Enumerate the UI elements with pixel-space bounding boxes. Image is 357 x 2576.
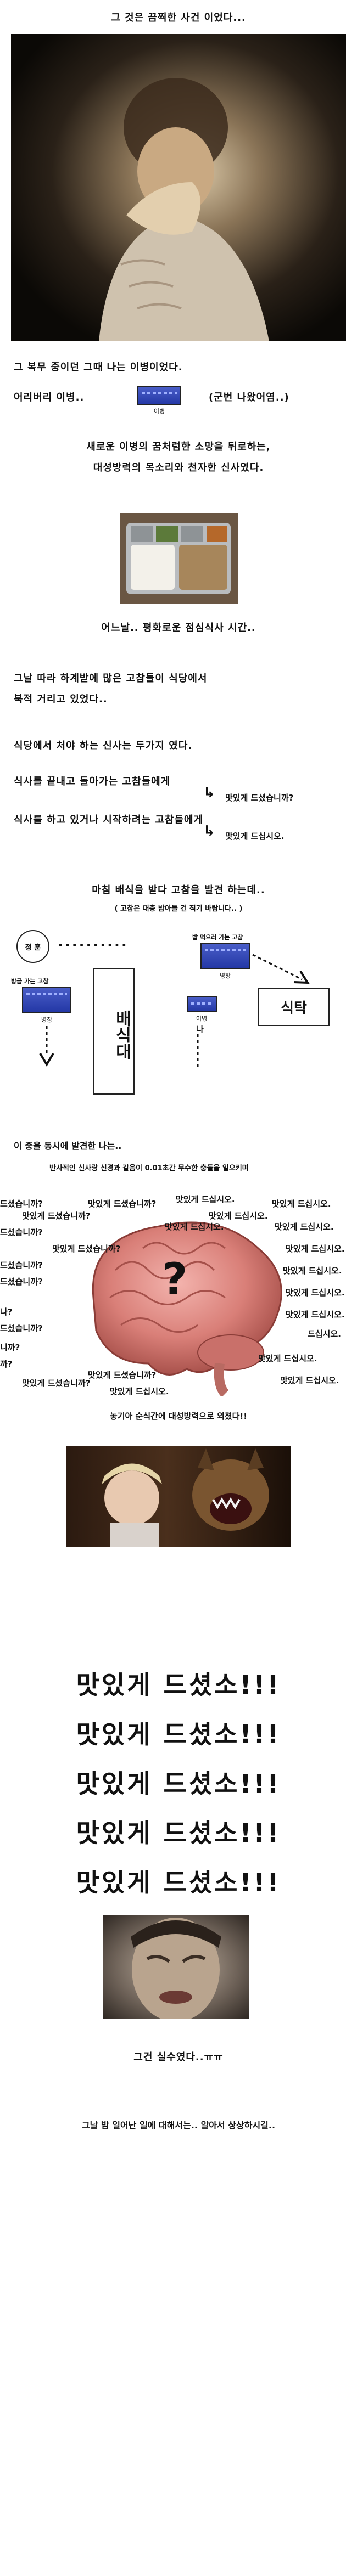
brain-word: 드셨습니까? <box>0 1260 43 1270</box>
crying-face-photo <box>103 1915 249 2019</box>
text-greeting-row1: 식사를 끝내고 돌아가는 고참들에게 <box>14 776 171 787</box>
badge-right-caption: 밥 먹으러 가는 고참 <box>192 934 243 941</box>
brain-word: 나? <box>0 1307 13 1317</box>
brain-word: 맛있게 드셨습니까? <box>88 1199 157 1209</box>
diagram-title: 마침 배식을 받다 고참을 발견 하는데.. <box>92 884 265 896</box>
brain-collage: ? 드셨습니까? 맛있게 드셨습니까? 드셨습니까? 드셨습니까? 드셨습니까?… <box>0 1188 357 1396</box>
brain-word: 맛있게 드십시오. <box>283 1266 342 1276</box>
brain-icon <box>92 1221 282 1396</box>
girl-dog-photo <box>66 1446 291 1547</box>
brain-word: 맛있게 드십시오. <box>280 1376 339 1385</box>
diagram-subtitle: ( 고참은 대충 밥아들 건 직기 바랍니다.. ) <box>114 905 243 913</box>
brain-word: 맛있게 드셨습니까? <box>52 1244 121 1254</box>
me-label: 나 <box>196 1024 204 1034</box>
brain-word: 맛있게 드셨습니까? <box>22 1378 91 1388</box>
text-private-line4: 대성방력의 목소리와 천자한 신사였다. <box>93 462 264 474</box>
arrow-diagonal-icon <box>252 954 310 984</box>
question-mark: ? <box>162 1254 188 1305</box>
text-discover-line1: 이 중을 동시에 발견한 나는.. <box>14 1141 122 1151</box>
brain-word: 맛있게 드십시오. <box>272 1199 331 1209</box>
text-private-line1: 그 복무 중이던 그때 나는 이병이었다. <box>14 362 183 373</box>
rank-badge-private <box>137 386 181 405</box>
brain-word: 니까? <box>0 1343 20 1352</box>
shout-line: 맛있게 드셨소!!! <box>76 1670 281 1700</box>
rank-badge-caption: 이병 <box>153 408 165 415</box>
brain-word: 맛있게 드십시오. <box>286 1244 345 1254</box>
dots-path: .......... <box>58 934 129 950</box>
shout-line: 맛있게 드셨소!!! <box>76 1720 281 1749</box>
brain-word: 맛있게 드십시오. <box>258 1354 317 1363</box>
shout-line: 맛있게 드셨소!!! <box>76 1818 281 1848</box>
text-greeting-after: 맛있게 드셨습니까? <box>225 793 294 803</box>
text-greetings-intro: 식당에서 처야 하는 신사는 두가지 였다. <box>14 740 193 752</box>
serving-counter-label: 배식대 <box>112 1010 131 1059</box>
brain-word: 드셨습니까? <box>0 1323 43 1333</box>
text-discover-line2: 반사적인 신사랑 신경과 같음이 0.01초간 무수한 충돌을 일으키며 <box>49 1164 249 1173</box>
rank-badge-sergeant-left <box>22 987 71 1013</box>
caption-ending: 그날 밤 일어난 일에 대해서는.. 알아서 상상하시길.. <box>81 2120 276 2130</box>
table-box: 식탁 <box>258 988 330 1026</box>
brain-word: 맛있게 드십시오. <box>110 1386 169 1396</box>
brain-word: 맛있게 드십시오. <box>286 1288 345 1298</box>
text-crowd-line2: 북적 거리고 있었다.. <box>14 694 108 705</box>
shout-line: 맛있게 드셨소!!! <box>76 1769 281 1799</box>
serving-counter-box: 배식대 <box>93 968 135 1095</box>
text-private-suffix: (군번 나왔어염..) <box>209 392 289 403</box>
badge-right-label: 병장 <box>219 972 231 979</box>
sad-man-photo <box>11 34 346 341</box>
arrow-icon: ↳ <box>203 823 215 839</box>
text-private-line2: 어리버리 이병.. <box>14 390 84 404</box>
caption-intro: 그 것은 끔찍한 사건 이었다... <box>111 12 246 24</box>
brain-word: 맛있게 드셨습니까? <box>22 1211 91 1221</box>
arrow-down-icon <box>39 1026 54 1067</box>
text-crowd-line1: 그날 따라 하계받에 많은 고참들이 식당에서 <box>14 673 208 684</box>
circle-label: 정 훈 <box>16 930 49 963</box>
meal-tray-photo <box>120 513 238 604</box>
text-greeting-before: 맛있게 드십시오. <box>225 831 285 841</box>
caption-lunch: 어느날.. 평화로운 점심식사 시간.. <box>101 622 256 634</box>
brain-word: 맛있게 드십시오. <box>209 1211 268 1221</box>
brain-word: 드십시오. <box>308 1329 341 1339</box>
text-private-prefix: 어리버리 이병.. <box>14 392 85 403</box>
rank-badge-me <box>187 996 217 1012</box>
badge-left-caption: 방금 가는 고참 <box>11 978 49 985</box>
brain-word: 맛있게 드셨습니까? <box>88 1370 157 1380</box>
text-private-line3: 새로운 이병의 꿈처럼한 소망을 뒤로하는, <box>86 441 271 453</box>
brain-word: 드셨습니까? <box>0 1277 43 1287</box>
brain-word: 맛있게 드십시오. <box>275 1222 334 1232</box>
caption-mistake: 그건 실수였다..ㅠㅠ <box>133 2051 224 2063</box>
caption-shout: 놓기아 순식간에 대성방력으로 외쳤다!! <box>109 1411 248 1421</box>
brain-word: 드셨습니까? <box>0 1227 43 1237</box>
arrow-icon: ↳ <box>203 785 215 801</box>
text-greeting-row2: 식사를 하고 있거나 시작하려는 고참들에게 <box>14 814 204 826</box>
brain-word: 맛있게 드십시오. <box>165 1222 224 1232</box>
me-badge-label: 이병 <box>196 1015 208 1022</box>
badge-left-label: 병장 <box>41 1016 53 1023</box>
shout-line: 맛있게 드셨소!!! <box>76 1868 281 1897</box>
brain-word: 맛있게 드십시오. <box>286 1310 345 1320</box>
dotted-line <box>197 1034 199 1070</box>
brain-word: 드셨습니까? <box>0 1199 43 1209</box>
brain-word: 맛있게 드십시오. <box>176 1194 235 1204</box>
brain-word: 까? <box>0 1359 13 1369</box>
rank-badge-sergeant-right <box>200 943 250 969</box>
